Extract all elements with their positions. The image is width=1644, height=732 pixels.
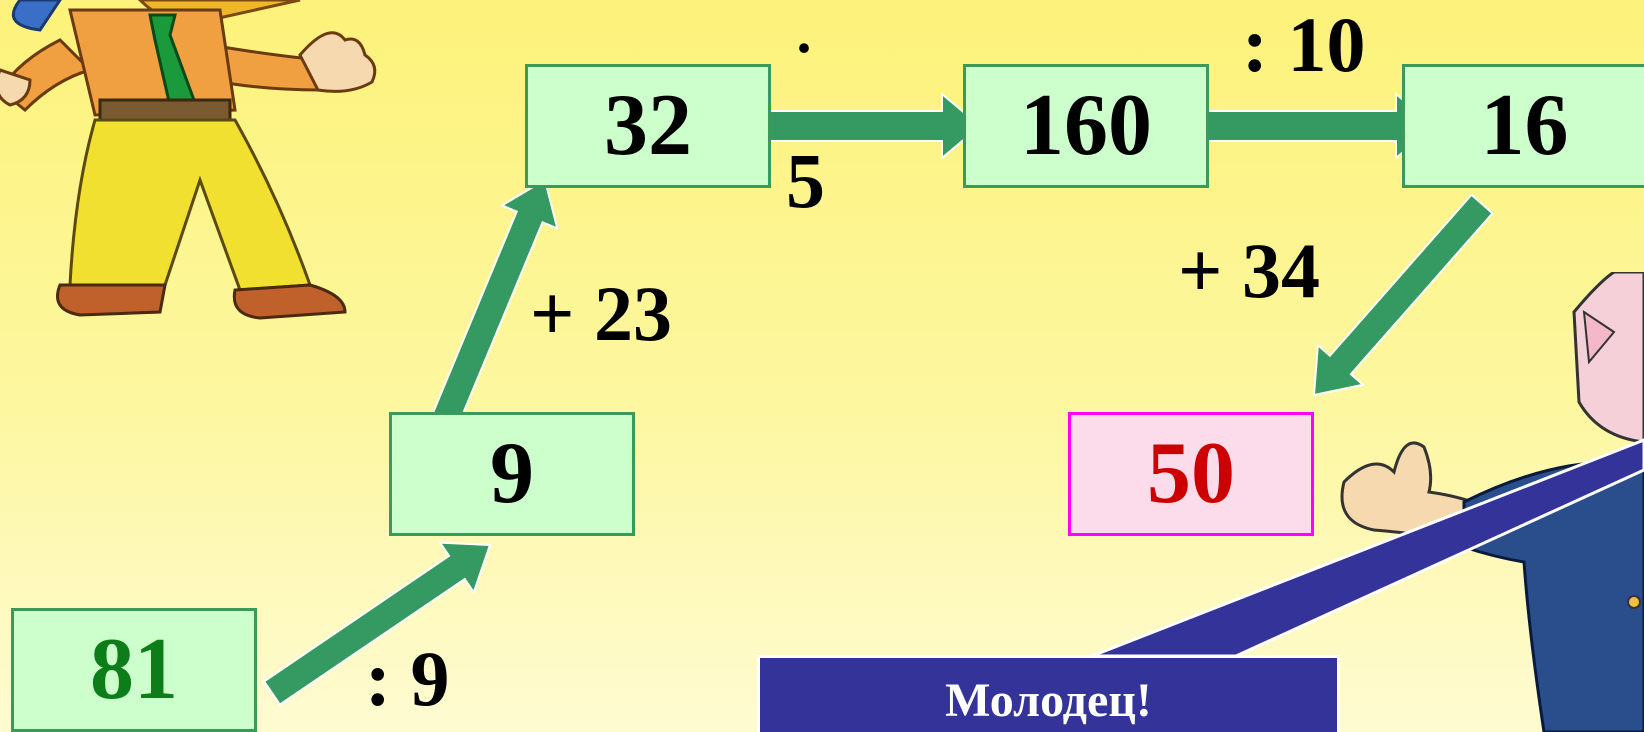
operation-divide-10: : 10: [1242, 1, 1366, 88]
step1-number: 9: [490, 425, 534, 522]
operation-times-5: 5: [786, 137, 825, 224]
step4-number-box: 16: [1402, 64, 1644, 188]
step4-number: 16: [1480, 77, 1569, 174]
result-number: 50: [1147, 425, 1235, 522]
operation-plus-34: + 34: [1178, 227, 1320, 314]
arrow-16-to-50: [1312, 193, 1494, 397]
step3-number: 160: [1020, 77, 1152, 174]
arrow-9-to-32: [431, 178, 559, 425]
praise-callout-text: Молодец!: [945, 673, 1152, 727]
arrow-81-to-9: [262, 541, 492, 706]
operation-times-dot: ·: [794, 15, 815, 81]
step2-number-box: 32: [525, 64, 771, 188]
step2-number: 32: [604, 77, 692, 174]
operation-divide-9: : 9: [365, 635, 450, 722]
start-number: 81: [90, 621, 178, 718]
step1-number-box: 9: [389, 412, 635, 536]
operation-plus-23: + 23: [530, 270, 672, 357]
girl-character-illustration: [0, 0, 377, 320]
start-number-box: 81: [11, 608, 257, 732]
result-number-box: 50: [1068, 412, 1314, 536]
praise-callout: Молодец!: [757, 655, 1340, 732]
step3-number-box: 160: [963, 64, 1209, 188]
